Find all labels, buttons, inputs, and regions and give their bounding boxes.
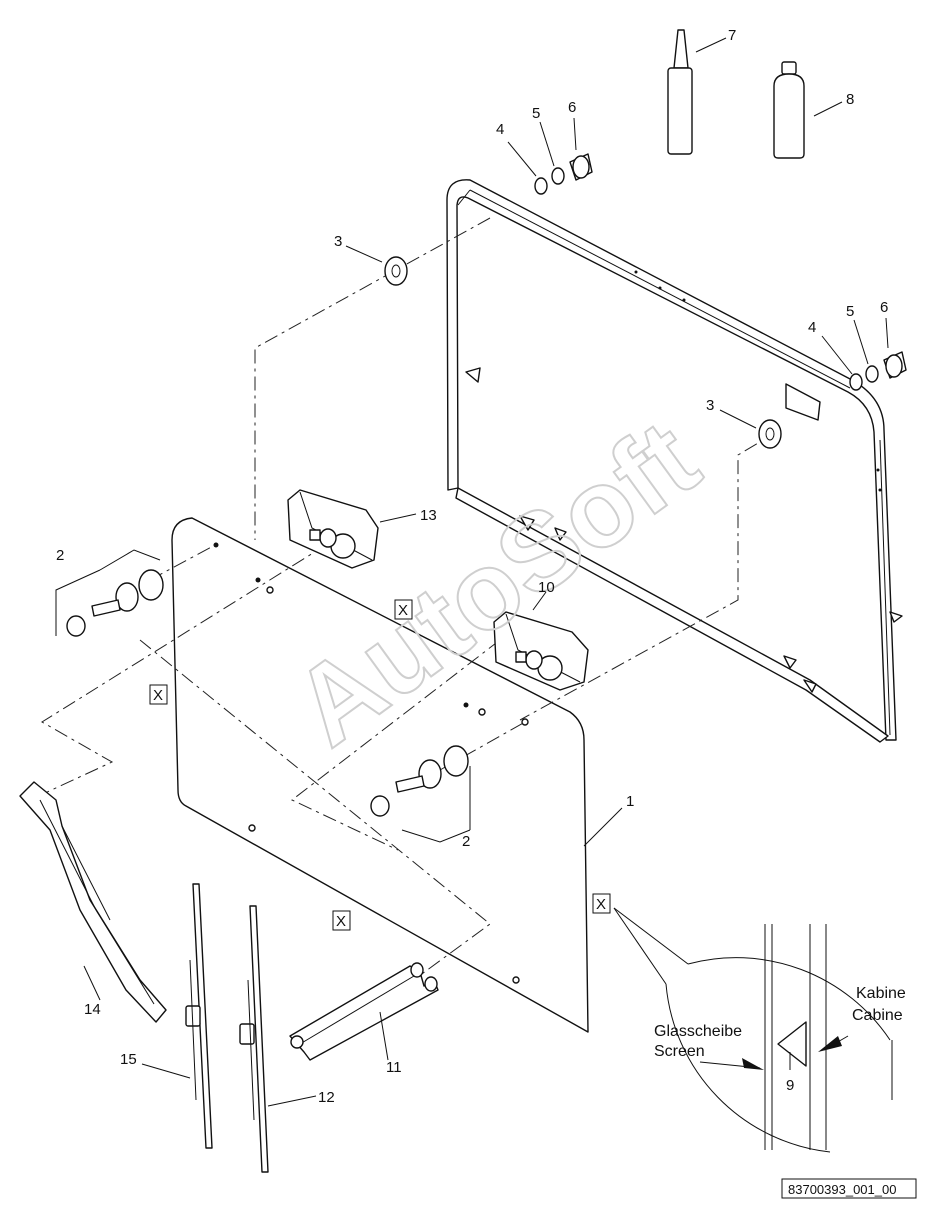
callout-5-upper: 5 xyxy=(532,105,540,122)
detail-ref-1: X xyxy=(153,687,163,704)
cleaner-bottle xyxy=(773,61,805,159)
callout-1: 1 xyxy=(626,793,634,810)
detail-ref-2: X xyxy=(398,602,408,619)
callout-2-lower: 2 xyxy=(462,833,470,850)
callout-15: 15 xyxy=(120,1051,137,1068)
wiper-arm-11 xyxy=(289,962,439,1061)
wiper-arm-14 xyxy=(19,781,167,1023)
detail-x-view xyxy=(665,924,893,1153)
cab-label-en: Cabine xyxy=(852,1007,903,1024)
glass-screen xyxy=(171,517,589,1033)
wiper-motor-10 xyxy=(493,611,589,691)
wiper-blade-12 xyxy=(239,905,269,1173)
glass-label-de: Glasscheibe xyxy=(654,1023,742,1040)
callout-3-upper: 3 xyxy=(334,233,342,250)
callout-3-lower: 3 xyxy=(706,397,714,414)
callout-4-upper: 4 xyxy=(496,121,504,138)
grommet-3 xyxy=(384,256,782,449)
detail-labels: Glasscheibe Screen Kabine Cabine xyxy=(654,985,906,1060)
callout-5-lower: 5 xyxy=(846,303,854,320)
callout-6-lower: 6 xyxy=(880,299,888,316)
detail-ref-3: X xyxy=(336,913,346,930)
callout-13: 13 xyxy=(420,507,437,524)
callout-4-lower: 4 xyxy=(808,319,816,336)
assembly-lines xyxy=(29,217,781,991)
callout-labels: 1 2 2 3 3 4 4 5 5 6 6 7 8 9 10 11 12 13 … xyxy=(56,27,888,1106)
callout-11: 11 xyxy=(386,1059,402,1076)
cab-label-de: Kabine xyxy=(856,985,906,1002)
detail-ref-boxes: X X X X xyxy=(149,599,611,931)
fastener-set-2-upper xyxy=(66,569,164,637)
callout-14: 14 xyxy=(84,1001,101,1018)
callout-12: 12 xyxy=(318,1089,335,1106)
detail-ref-4: X xyxy=(596,896,606,913)
callout-6-upper: 6 xyxy=(568,99,576,116)
washer-spacer-nut-set xyxy=(534,153,907,391)
fastener-set-2-lower xyxy=(370,745,469,817)
document-id: 83700393_001_00 xyxy=(788,1182,896,1197)
glass-label-en: Screen xyxy=(654,1043,705,1060)
leader-lines xyxy=(55,37,889,1107)
callout-2-upper: 2 xyxy=(56,547,64,564)
cab-frame xyxy=(446,179,903,743)
callout-8: 8 xyxy=(846,91,854,108)
wiper-motor-13 xyxy=(287,489,379,569)
callout-9: 9 xyxy=(786,1077,794,1094)
callout-7: 7 xyxy=(728,27,736,44)
sealant-cartridge xyxy=(667,29,693,155)
callout-10: 10 xyxy=(538,579,555,596)
wiper-blade-15 xyxy=(185,883,213,1149)
